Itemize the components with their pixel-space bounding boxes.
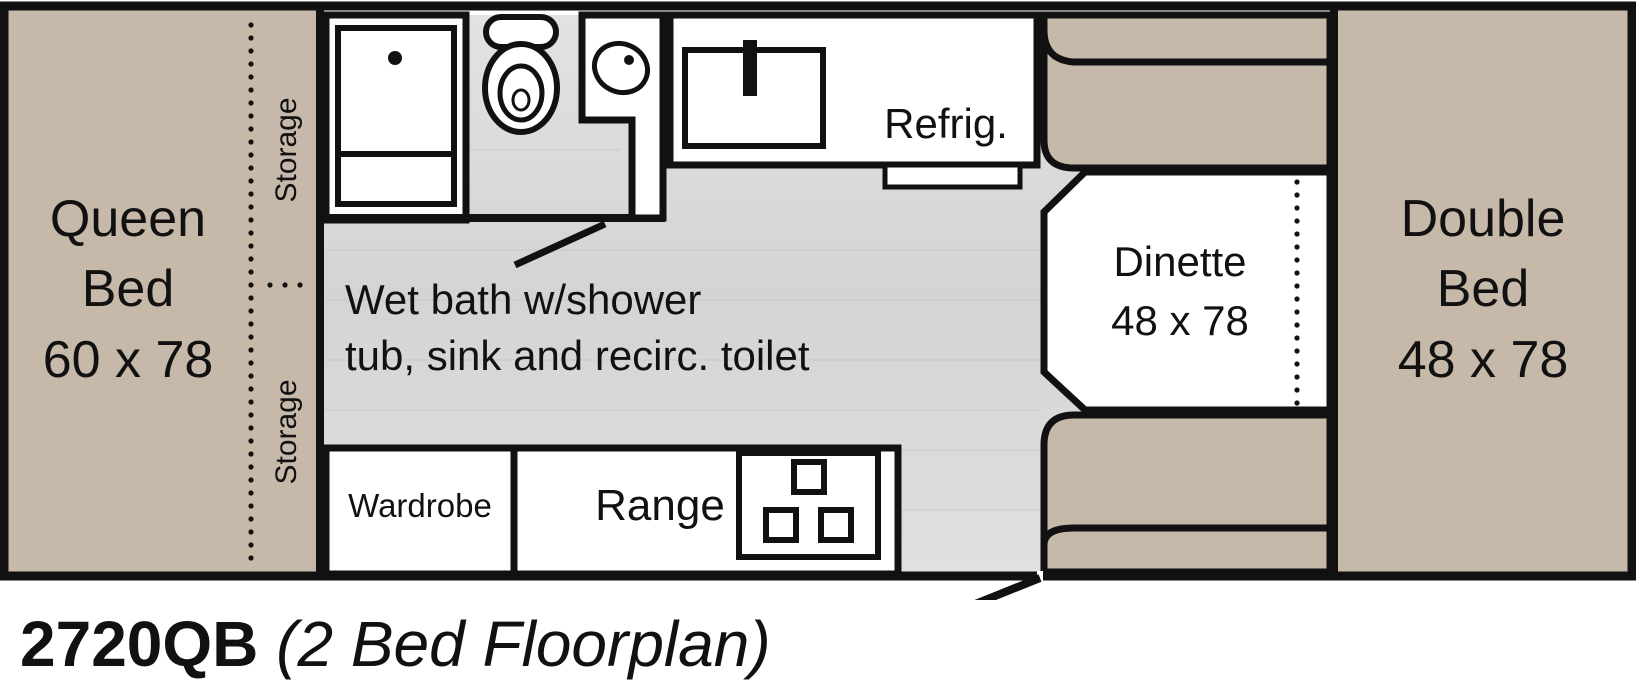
- trailer-outline: [0, 1, 1636, 581]
- storage-label-top: Storage: [270, 97, 303, 202]
- model-number: 2720QB: [20, 608, 259, 680]
- wardrobe-label: Wardrobe: [348, 487, 492, 524]
- bath-note-line1: Wet bath w/shower: [345, 276, 701, 323]
- floorplan-description: (2 Bed Floorplan): [276, 608, 771, 680]
- double-bed: [1338, 10, 1628, 572]
- cooktop: [736, 450, 881, 560]
- double-bed-label-line1: Double: [1401, 190, 1566, 248]
- double-bed-dimensions: 48 x 78: [1398, 331, 1569, 389]
- toilet-icon: [482, 14, 560, 135]
- bathtub: [322, 11, 470, 224]
- bath-sink-icon: [592, 40, 650, 96]
- queen-bed: [8, 10, 320, 572]
- burner-icons: [763, 459, 854, 543]
- queen-bed-label-line2: Bed: [82, 260, 175, 318]
- dinette-table: [1040, 168, 1334, 414]
- double-bed-label-line2: Bed: [1437, 260, 1530, 318]
- floorplan-caption: 2720QB (2 Bed Floorplan): [20, 612, 771, 676]
- tub-drain: [388, 51, 402, 65]
- kitchen-faucet: [743, 40, 757, 96]
- dinette-dotted-line: [1294, 179, 1300, 406]
- bathtub-basin: [335, 25, 457, 207]
- storage-dotted-line: [248, 22, 303, 561]
- dinette-label: Dinette: [1113, 238, 1246, 285]
- entry-door: [974, 574, 1042, 600]
- dinette-dimensions: 48 x 78: [1111, 297, 1249, 344]
- range-label: Range: [595, 481, 725, 530]
- bath-note-pointer: [513, 220, 607, 269]
- floorplan-diagram: Queen Bed 60 x 78 Storage Storage Refrig…: [0, 1, 1636, 600]
- queen-bed-label-line1: Queen: [50, 190, 206, 248]
- refrigerator-label: Refrig.: [884, 100, 1008, 147]
- entry-door-gap: [1037, 571, 1043, 581]
- bath-note-line2: tub, sink and recirc. toilet: [345, 332, 810, 379]
- counter-extension: [882, 162, 1023, 190]
- floor-grain: [320, 149, 1040, 511]
- seat-cushions: [1040, 11, 1334, 576]
- queen-bed-dimensions: 60 x 78: [43, 331, 214, 389]
- storage-label-bottom: Storage: [270, 379, 303, 484]
